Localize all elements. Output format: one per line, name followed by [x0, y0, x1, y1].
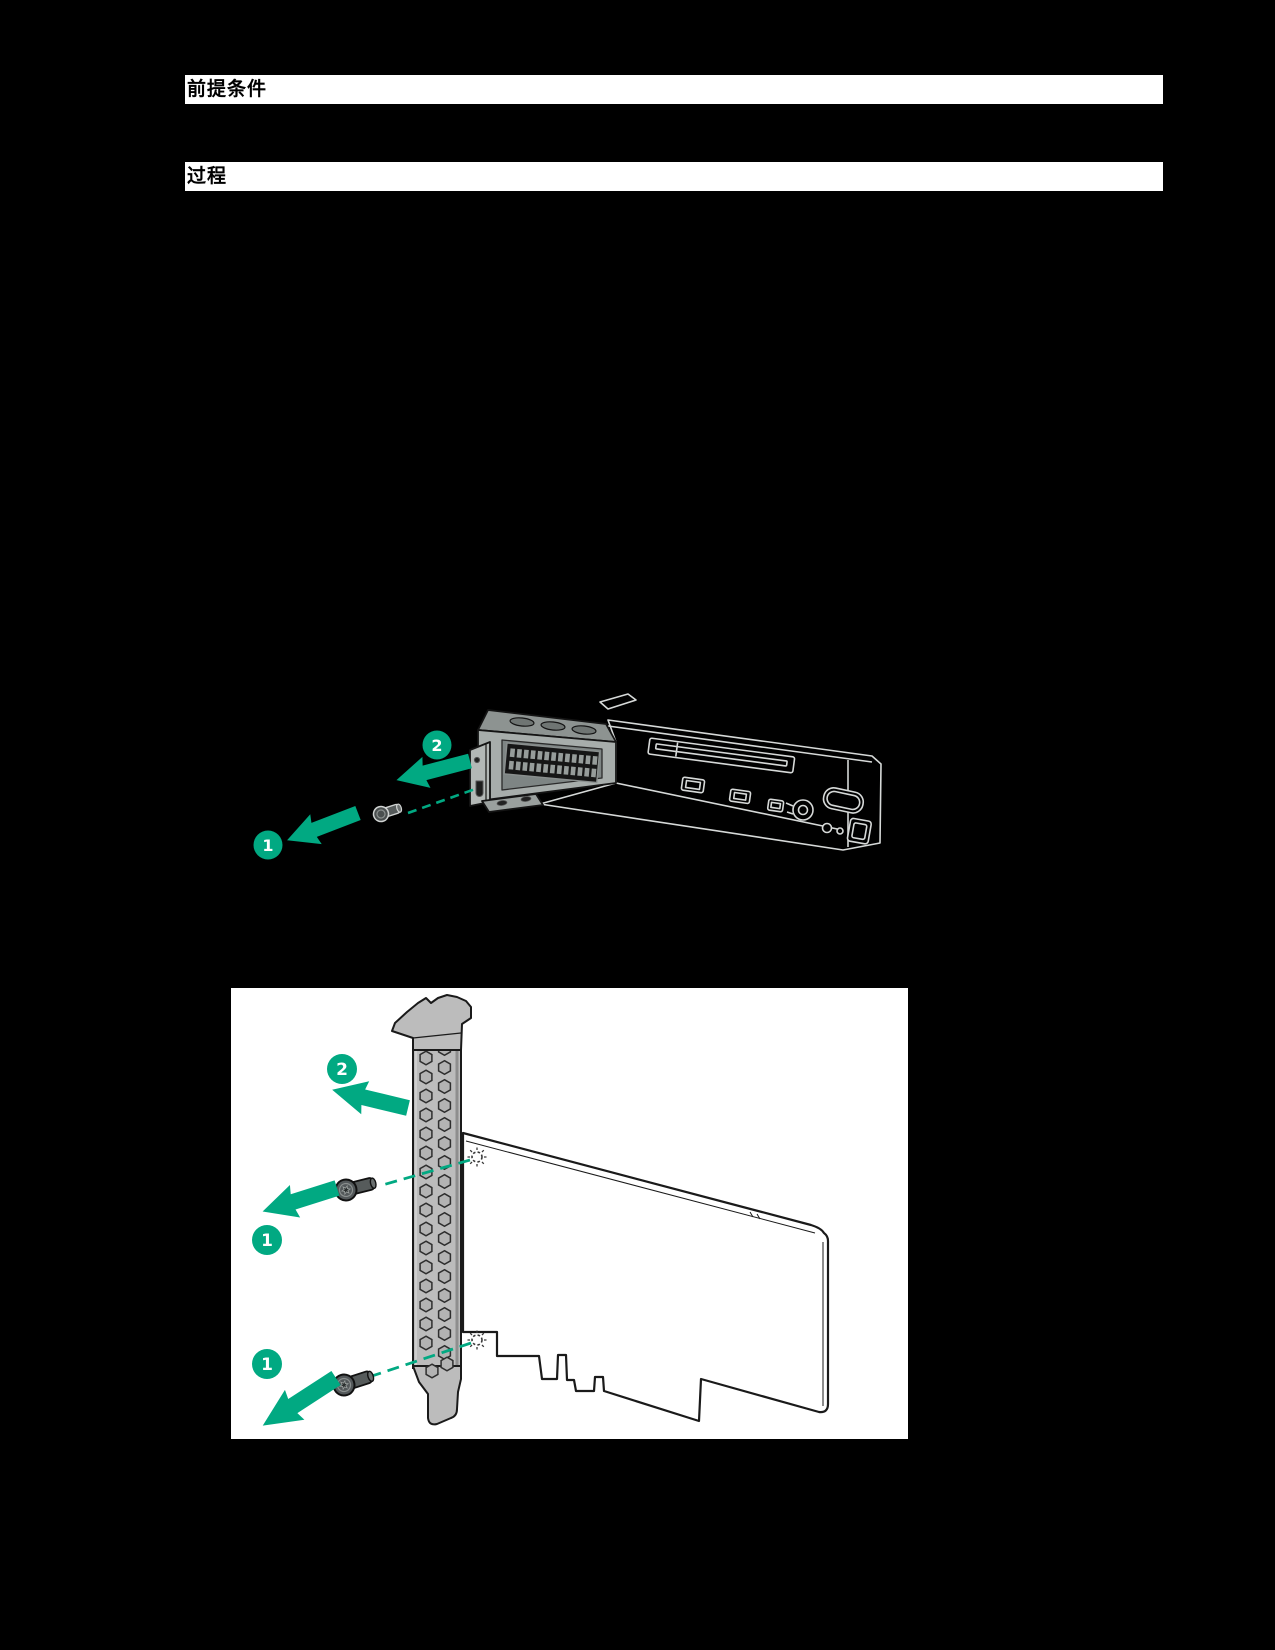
riser-illustration: 2 1 [253, 693, 882, 860]
plate-keyhole-slot [475, 780, 484, 797]
latch-opening [846, 817, 873, 845]
board-connector [728, 788, 752, 805]
figure-expansion-card: 2 1 1 [231, 988, 908, 1439]
screw-hole [466, 1329, 488, 1351]
expansion-card-illustration: 2 1 1 [252, 994, 830, 1439]
figure-riser-blank-removal: 2 1 [250, 680, 890, 860]
plate-screw-hole [473, 756, 481, 764]
callout-arrow-1 [257, 1171, 343, 1228]
vent-oval [540, 721, 566, 731]
riser-cage [469, 709, 617, 813]
board-connector [766, 798, 785, 813]
vent-oval [509, 717, 535, 727]
callout-badge-1: 1 [253, 830, 283, 860]
tab-hole [520, 796, 532, 802]
screw-alignment-dashed-line [378, 1158, 471, 1188]
handle-slot [822, 787, 865, 814]
expansion-card [461, 1131, 830, 1423]
bracket-foot [412, 1365, 462, 1426]
tab-hole [496, 800, 508, 806]
section-title: 前提条件 [187, 78, 268, 100]
callout-badge-label: 1 [261, 1231, 273, 1251]
riser-board [539, 693, 882, 851]
bracket-hole [821, 822, 833, 834]
section-header-procedure: 过程 [185, 162, 1163, 191]
board-connector [680, 776, 706, 794]
pcie-slot-connector [647, 737, 796, 774]
section-header-prerequisites: 前提条件 [185, 75, 1163, 104]
callout-badge-label: 2 [336, 1060, 348, 1080]
callout-badge-2: 2 [327, 1054, 357, 1084]
bracket-top-tab [391, 994, 472, 1051]
bracket-hole [836, 827, 844, 835]
section-title: 过程 [187, 165, 228, 187]
slot-connector-grid [503, 742, 601, 784]
callout-badge-2: 2 [422, 730, 452, 760]
screw-alignment-dashed-line [407, 786, 479, 815]
card-bracket [391, 994, 472, 1426]
callout-badge-1: 1 [252, 1349, 282, 1379]
callout-arrow-1 [287, 805, 361, 845]
callout-badge-label: 1 [262, 836, 273, 855]
callout-badge-label: 1 [261, 1355, 273, 1375]
screw [332, 1171, 380, 1204]
screw [372, 803, 403, 823]
callout-badge-label: 2 [431, 736, 442, 755]
thumbscrew [785, 799, 814, 821]
callout-badge-1: 1 [252, 1225, 282, 1255]
callout-arrow-2 [396, 753, 472, 788]
vent-oval [571, 725, 597, 735]
